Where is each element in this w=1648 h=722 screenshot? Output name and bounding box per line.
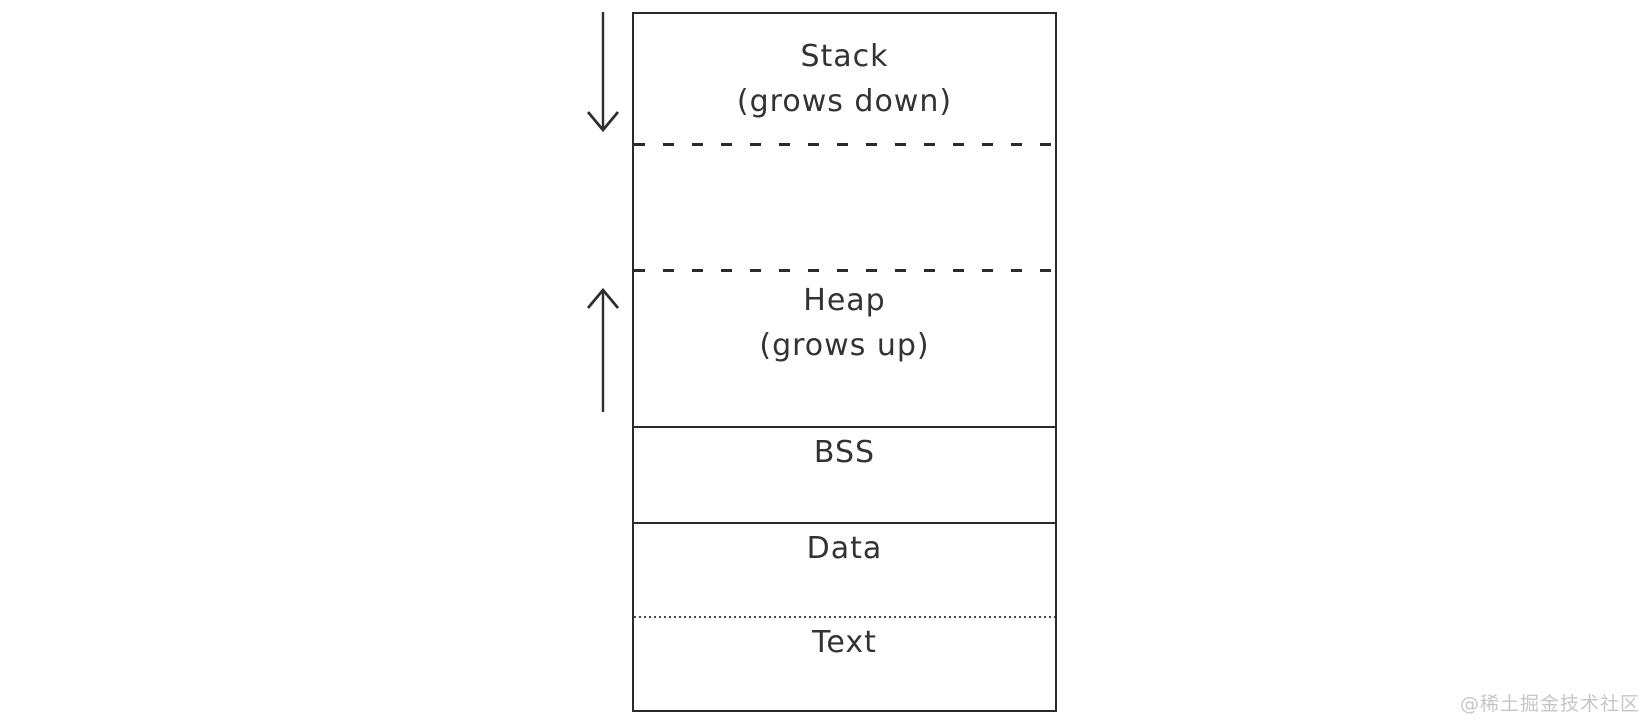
section-stack-label: Stack — [800, 39, 889, 74]
section-text-label: Text — [812, 625, 877, 660]
section-bss-label: BSS — [813, 435, 876, 470]
separator-dotted — [634, 616, 1055, 618]
section-stack-sublabel: (grows down) — [736, 84, 953, 119]
arrow-up-icon — [586, 287, 620, 412]
section-text: Text — [634, 617, 1055, 710]
section-unused-gap — [634, 144, 1055, 272]
watermark: @稀土掘金技术社区 — [1459, 693, 1640, 715]
separator-solid — [634, 522, 1055, 524]
section-heap: Heap (grows up) — [634, 270, 1055, 428]
section-heap-sublabel: (grows up) — [759, 328, 930, 363]
section-data-label: Data — [806, 531, 883, 566]
arrow-down-icon — [586, 12, 620, 133]
section-data: Data — [634, 523, 1055, 618]
separator-dashed — [634, 269, 1055, 272]
memory-box: Stack (grows down) Heap (grows up) BSS D… — [632, 12, 1057, 712]
section-heap-label: Heap — [803, 283, 886, 318]
section-stack: Stack (grows down) — [634, 14, 1055, 146]
section-bss: BSS — [634, 427, 1055, 524]
separator-solid — [634, 426, 1055, 428]
separator-dashed — [634, 143, 1055, 146]
